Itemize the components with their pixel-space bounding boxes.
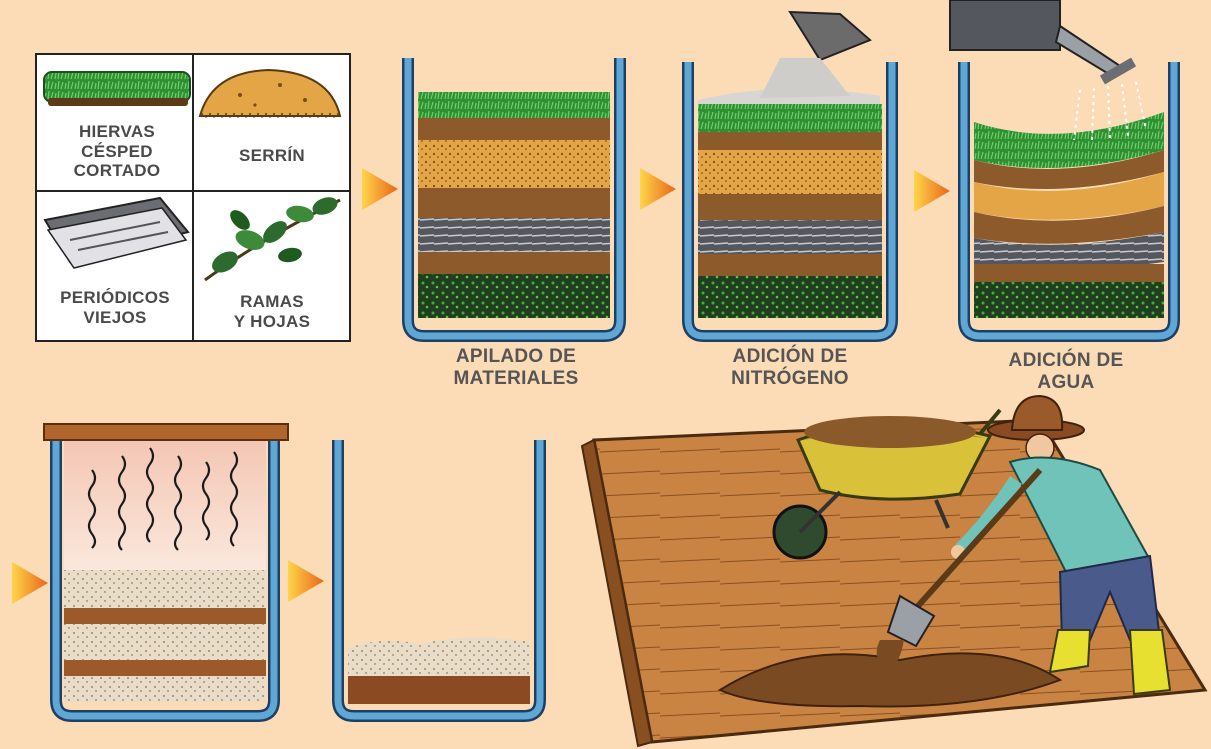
step-label-nitrogen: ADICIÓN DE NITRÓGENO — [694, 346, 886, 390]
material-label-grass: HIERVAS CÉSPED CORTADO — [44, 122, 190, 181]
grass-line2: CÉSPED — [44, 142, 190, 162]
bin-covered-heating — [44, 424, 288, 716]
branches-line1: RAMAS — [196, 292, 348, 312]
step-label-water: ADICIÓN DE AGUA — [970, 350, 1162, 394]
material-label-sawdust: SERRÍN — [196, 146, 348, 166]
bin-nitrogen — [688, 12, 892, 336]
branches-line2: Y HOJAS — [196, 312, 348, 332]
step-1-line2: MATERIALES — [420, 368, 612, 390]
bin-lid — [44, 424, 288, 440]
bin-water — [950, 0, 1174, 336]
step-label-stacking: APILADO DE MATERIALES — [420, 346, 612, 390]
arrow-icon — [914, 170, 950, 212]
newspapers-line2: VIEJOS — [40, 308, 190, 328]
step-2-line1: ADICIÓN DE — [694, 346, 886, 368]
step-3-line2: AGUA — [970, 372, 1162, 394]
material-label-newspapers: PERIÓDICOS VIEJOS — [40, 288, 190, 327]
arrow-icon — [288, 560, 324, 602]
watering-can-icon — [950, 0, 1146, 140]
grass-line3: CORTADO — [44, 161, 190, 181]
step-3-line1: ADICIÓN DE — [970, 350, 1162, 372]
arrow-icon — [640, 168, 676, 210]
step-1-line1: APILADO DE — [420, 346, 612, 368]
arrow-icon — [12, 562, 48, 604]
grass-line1: HIERVAS — [44, 122, 190, 142]
bin-finished — [338, 440, 540, 716]
material-label-branches: RAMAS Y HOJAS — [196, 292, 348, 331]
grass-clippings-icon — [44, 72, 190, 106]
arrow-icon — [362, 168, 398, 210]
scoop-icon — [760, 12, 870, 98]
bin-stacking — [408, 58, 620, 336]
garden-scene — [582, 396, 1205, 746]
newspapers-line1: PERIÓDICOS — [40, 288, 190, 308]
step-2-line2: NITRÓGENO — [694, 368, 886, 390]
